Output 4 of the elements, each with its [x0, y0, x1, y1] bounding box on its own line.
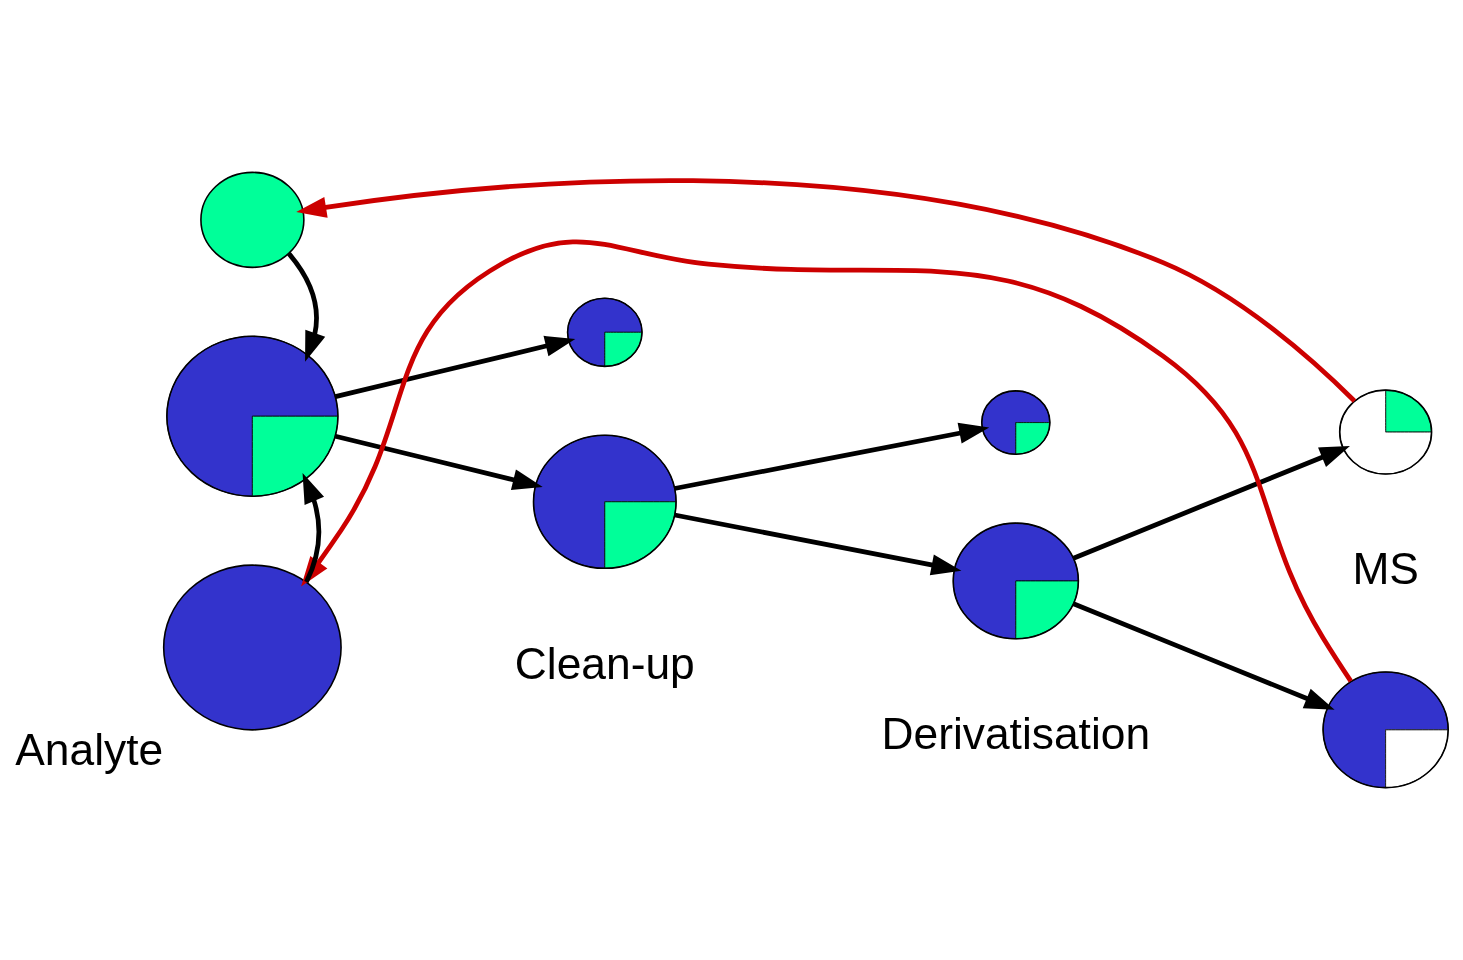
node-label: Analyte — [15, 725, 164, 775]
label: MS — [1352, 543, 1419, 593]
label: Clean-up — [514, 639, 695, 689]
label: Derivatisation — [881, 708, 1151, 758]
